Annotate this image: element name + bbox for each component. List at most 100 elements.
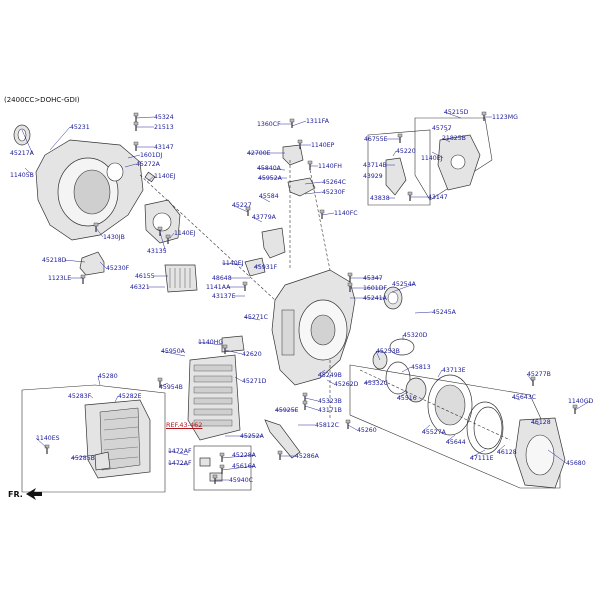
part-label[interactable]: 45332C — [364, 379, 389, 387]
part-label[interactable]: 45950A — [161, 347, 185, 355]
part-label[interactable]: 45227 — [232, 201, 252, 209]
part-label[interactable]: 45516 — [397, 394, 417, 402]
part-label[interactable]: 1141AA — [206, 283, 231, 291]
part-label[interactable]: 45230F — [106, 264, 130, 272]
part-label[interactable]: 1140EJ — [174, 229, 196, 237]
part-label[interactable]: 45272A — [136, 160, 160, 168]
part-label[interactable]: 45616A — [232, 462, 256, 470]
part-label[interactable]: 45282E — [118, 392, 142, 400]
part-label[interactable]: 45271C — [244, 313, 269, 321]
part-label[interactable]: 45230F — [322, 188, 346, 196]
ref-link[interactable]: REF.43-462 — [166, 421, 203, 429]
part-label[interactable]: 1123LE — [48, 274, 72, 282]
part-label[interactable]: 1140ES — [36, 434, 60, 442]
bolt-head — [307, 160, 313, 165]
part-label[interactable]: 1140EJ — [154, 172, 176, 180]
part-label[interactable]: 1360CF — [257, 120, 281, 128]
part-label[interactable]: 45217A — [10, 149, 34, 157]
leader-line — [445, 434, 456, 443]
part-label[interactable]: 43147 — [154, 143, 174, 151]
part-label[interactable]: 45271D — [242, 377, 267, 385]
part-label[interactable]: 48648 — [212, 274, 232, 282]
part-label[interactable]: 45264C — [322, 178, 347, 186]
part-label[interactable]: 45254A — [392, 280, 416, 288]
part-label[interactable]: 47111E — [470, 454, 494, 462]
part-label[interactable]: 45324 — [154, 113, 174, 121]
shift-cable-bracket — [244, 257, 266, 277]
part-label[interactable]: 45584 — [259, 192, 279, 200]
part-label[interactable]: 1140EJ — [421, 154, 443, 162]
part-label[interactable]: 45280 — [98, 372, 118, 380]
part-label[interactable]: 45347 — [363, 274, 383, 282]
part-label[interactable]: 42620 — [242, 350, 262, 358]
part-label[interactable]: 45931F — [254, 263, 278, 271]
part-label[interactable]: 43714B — [363, 161, 387, 169]
leader-line — [21, 129, 33, 154]
part-label[interactable]: 42700E — [247, 149, 271, 157]
part-label[interactable]: 45241A — [363, 294, 387, 302]
part-label[interactable]: 1140GD — [568, 397, 594, 405]
part-label[interactable]: 46128 — [531, 418, 551, 426]
part-label[interactable]: 43135 — [147, 247, 167, 255]
part-label[interactable]: 1123MG — [492, 113, 518, 121]
part-label[interactable]: 45940C — [229, 476, 254, 484]
part-label[interactable]: 43713E — [442, 366, 466, 374]
part-label[interactable]: 1430JB — [103, 233, 125, 241]
part-label[interactable]: 45253B — [376, 347, 400, 355]
part-label[interactable]: 45680 — [566, 459, 586, 467]
part-label[interactable]: 43838 — [370, 194, 390, 202]
part-label[interactable]: 45277B — [527, 370, 551, 378]
part-label[interactable]: 45812C — [315, 421, 340, 429]
part-label[interactable]: 45252A — [240, 432, 264, 440]
part-label[interactable]: 43929 — [363, 172, 383, 180]
part-label[interactable]: 45286A — [295, 452, 319, 460]
part-label[interactable]: 21825B — [442, 134, 466, 142]
part-label[interactable]: 11405B — [10, 171, 34, 179]
part-label[interactable]: 46755E — [364, 135, 388, 143]
part-label[interactable]: 45262D — [334, 380, 359, 388]
part-label[interactable]: 1140EP — [311, 141, 335, 149]
part-label[interactable]: 45320D — [403, 331, 428, 339]
part-label[interactable]: 1140FH — [318, 162, 342, 170]
part-label[interactable]: 45231 — [70, 123, 90, 131]
part-label[interactable]: 45527A — [422, 428, 446, 436]
part-label[interactable]: 43137E — [212, 292, 236, 300]
part-label[interactable]: 45228A — [232, 451, 256, 459]
part-label[interactable]: 45757 — [432, 124, 452, 132]
part-label[interactable]: 1140FC — [334, 209, 358, 217]
part-label[interactable]: 21513 — [154, 123, 174, 131]
part-label[interactable]: 45218D — [42, 256, 67, 264]
part-label[interactable]: 1601DJ — [140, 151, 163, 159]
part-label[interactable]: 45952A — [258, 174, 282, 182]
part-label[interactable]: 1140EJ — [222, 259, 244, 267]
part-label[interactable]: 45954B — [159, 383, 183, 391]
leader-line — [401, 366, 412, 373]
part-label[interactable]: 45285B — [71, 454, 95, 462]
part-label[interactable]: 45840A — [257, 164, 281, 172]
part-label[interactable]: 45925E — [275, 406, 299, 414]
part-label[interactable]: 46155 — [135, 272, 155, 280]
bolt-head — [80, 274, 86, 279]
part-label[interactable]: 45245A — [432, 308, 456, 316]
leader-line — [421, 424, 431, 433]
part-label[interactable]: 45644 — [446, 438, 466, 446]
part-label[interactable]: 1140HG — [198, 338, 224, 346]
part-label[interactable]: 1472AF — [168, 447, 192, 455]
part-label[interactable]: 45220 — [396, 147, 416, 155]
part-label[interactable]: 43779A — [252, 213, 276, 221]
part-label[interactable]: 45260 — [357, 426, 377, 434]
part-label[interactable]: 1472AF — [168, 459, 192, 467]
part-label[interactable]: 45643C — [512, 393, 537, 401]
part-label[interactable]: 45283F — [68, 392, 92, 400]
clutch-pack-outer — [427, 374, 473, 436]
part-label[interactable]: 45215D — [444, 108, 469, 116]
part-label[interactable]: 45813 — [411, 363, 431, 371]
part-label[interactable]: 43147 — [428, 193, 448, 201]
part-label[interactable]: 45323B — [318, 397, 342, 405]
part-label[interactable]: 1601DF — [363, 284, 388, 292]
part-label[interactable]: 1311FA — [306, 117, 329, 125]
part-label[interactable]: 46321 — [130, 283, 150, 291]
part-label[interactable]: 45249B — [318, 371, 342, 379]
part-label[interactable]: 43171B — [318, 406, 342, 414]
part-label[interactable]: 46128 — [497, 448, 517, 456]
